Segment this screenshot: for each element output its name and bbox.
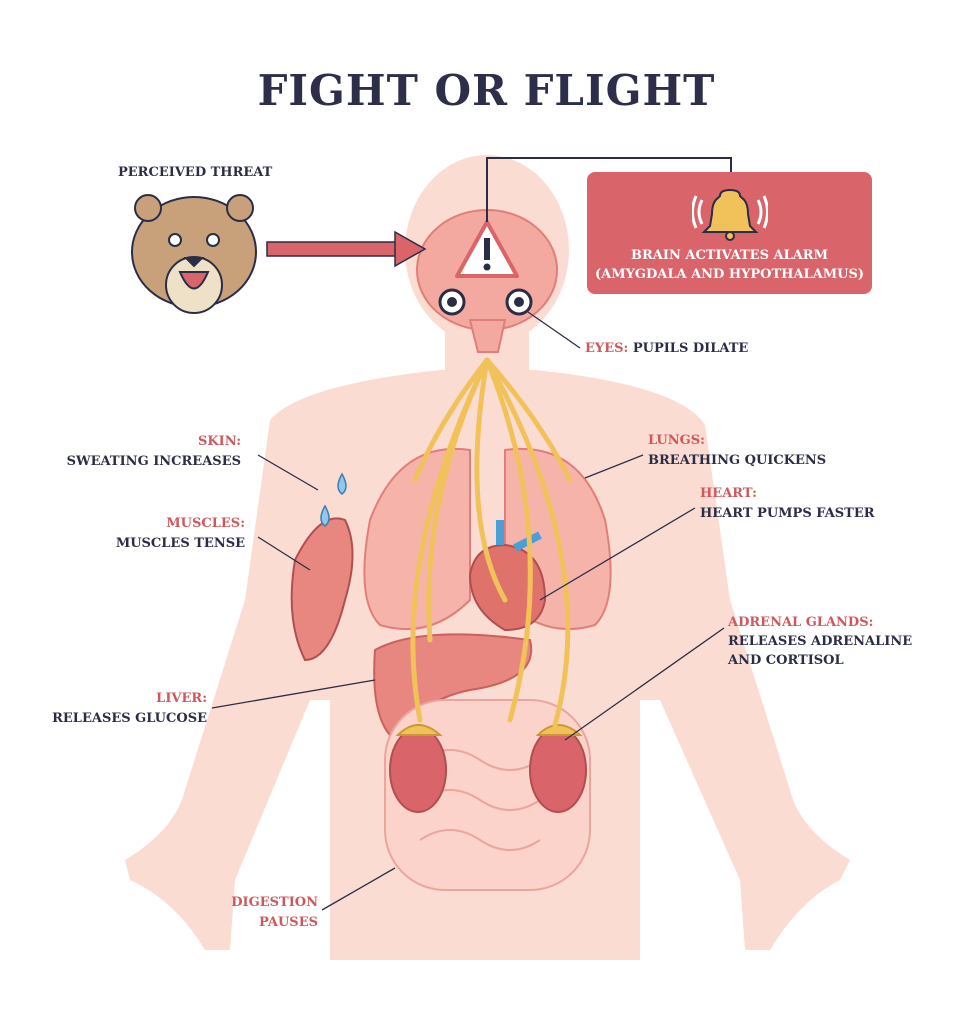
threat-arrow: [266, 230, 427, 268]
page-title: FIGHT OR FLIGHT: [257, 66, 716, 115]
bell-icon: [692, 188, 768, 241]
lungs-label: LUNGS: BREATHING QUICKENS: [648, 431, 826, 471]
heart-label: HEART: HEART PUMPS FASTER: [700, 484, 875, 524]
adrenal-effect-2: AND CORTISOL: [728, 653, 844, 668]
adrenal-organ: ADRENAL GLANDS:: [728, 615, 874, 630]
warning-icon: [455, 220, 519, 278]
skin-label: SKIN: SWEATING INCREASES: [67, 432, 241, 472]
muscles-organ: MUSCLES:: [166, 516, 245, 531]
leader-lines: [211, 311, 725, 911]
muscles-effect: MUSCLES TENSE: [115, 536, 245, 551]
nerve-signal-arrows: [410, 357, 573, 728]
sweat-drop-icons: [320, 472, 347, 527]
heart-effect: HEART PUMPS FASTER: [700, 506, 875, 521]
lungs-effect: BREATHING QUICKENS: [648, 453, 827, 468]
lungs-organ: LUNGS:: [648, 433, 705, 448]
eyes-label: EYES: PUPILS DILATE: [585, 339, 748, 359]
digestion-organ: DIGESTION: [231, 895, 318, 910]
eyes-organ: EYES:: [585, 341, 629, 356]
adrenal-gland-icons: [395, 724, 583, 736]
skin-organ: SKIN:: [198, 434, 241, 449]
perceived-threat-label: PERCEIVED THREAT: [118, 165, 273, 180]
alarm-line-2: (AMYGDALA AND HYPOTHALAMUS): [594, 267, 865, 282]
liver-label: LIVER: RELEASES GLUCOSE: [52, 689, 207, 729]
skin-effect: SWEATING INCREASES: [66, 454, 241, 469]
liver-effect: RELEASES GLUCOSE: [52, 711, 207, 726]
alarm-box: BRAIN ACTIVATES ALARM (AMYGDALA AND HYPO…: [587, 172, 872, 294]
digestion-effect: PAUSES: [259, 915, 318, 930]
alarm-line-1: BRAIN ACTIVATES ALARM: [630, 248, 828, 263]
tiger-icon: [131, 194, 257, 314]
adrenal-label: ADRENAL GLANDS: RELEASES ADRENALINE AND …: [728, 613, 912, 670]
heart-organ: HEART:: [700, 486, 757, 501]
muscle-icon: [290, 517, 354, 662]
digestion-label: DIGESTION PAUSES: [231, 893, 318, 933]
adrenal-effect-1: RELEASES ADRENALINE: [728, 634, 913, 649]
muscles-label: MUSCLES: MUSCLES TENSE: [116, 514, 245, 554]
eyes-effect: PUPILS DILATE: [632, 341, 749, 356]
liver-organ: LIVER:: [156, 691, 207, 706]
alarm-connector: [486, 157, 732, 222]
